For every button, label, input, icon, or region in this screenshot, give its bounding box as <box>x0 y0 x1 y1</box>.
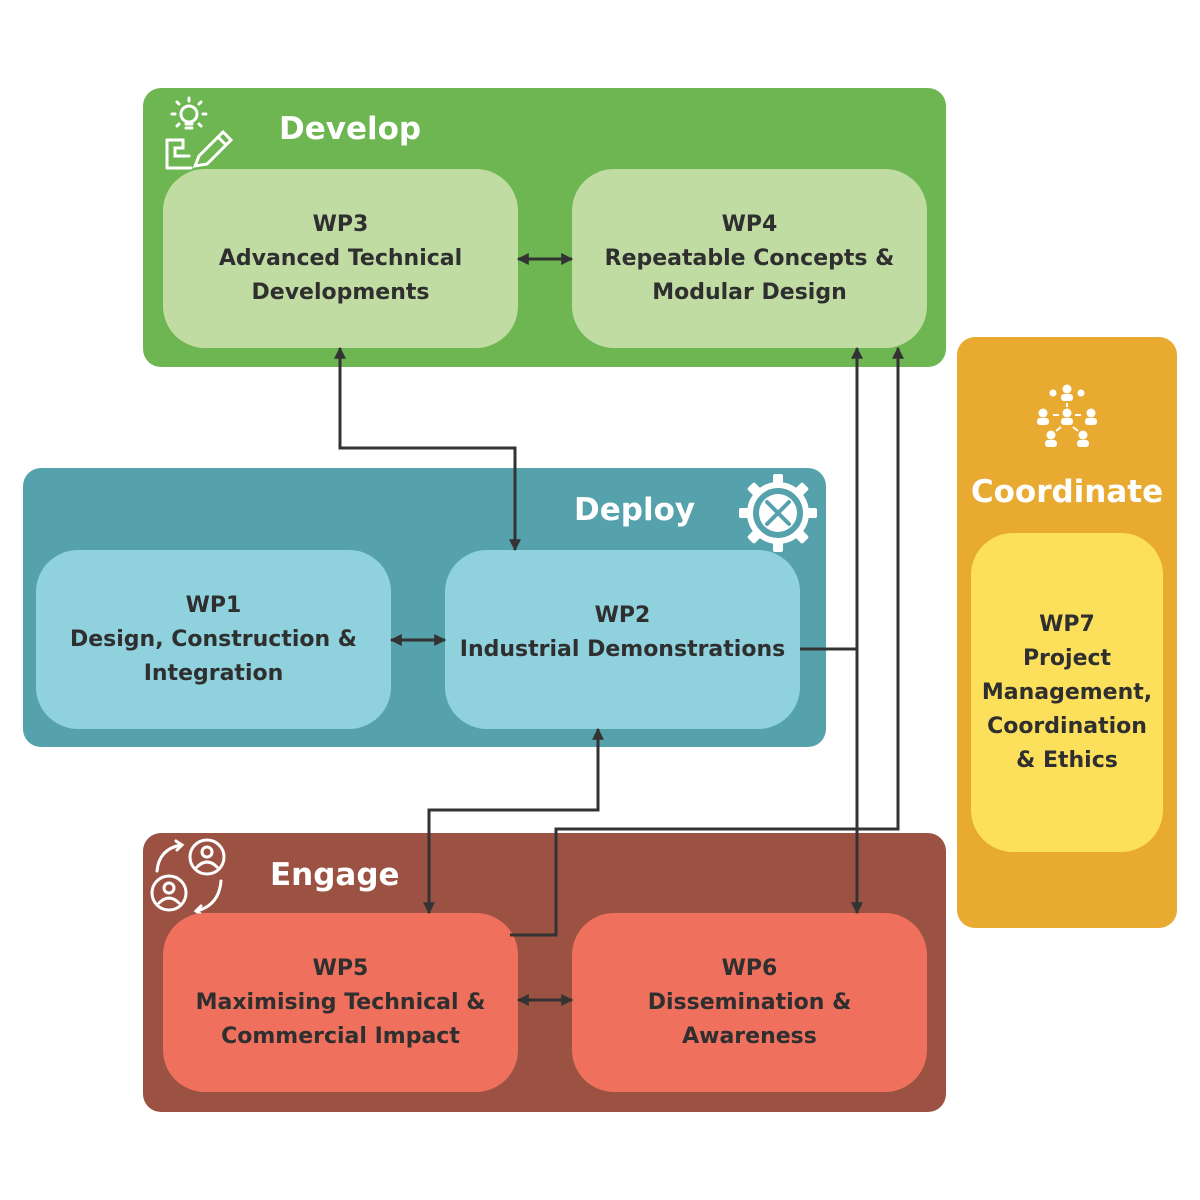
wp5-id: WP5 <box>312 955 369 981</box>
wp4-name: Repeatable Concepts & Modular Design <box>604 245 895 305</box>
people-exchange-icon <box>150 838 226 917</box>
wp6-id: WP6 <box>721 955 778 981</box>
wp2-id: WP2 <box>594 602 651 628</box>
lightbulb-pencil-icon <box>165 96 234 170</box>
coordinate-title: Coordinate <box>970 474 1164 510</box>
wp1-name: Design, Construction & Integration <box>69 626 357 686</box>
wp4-box[interactable]: WP4 Repeatable Concepts & Modular Design <box>572 169 927 348</box>
wp7-id: WP7 <box>1039 611 1095 637</box>
wp7-name: Project Management, Coordination & Ethic… <box>981 645 1153 773</box>
wp6-name: Dissemination & Awareness <box>647 989 852 1049</box>
wp7-box[interactable]: WP7 Project Management, Coordination & E… <box>971 533 1163 852</box>
wp5-box[interactable]: WP5 Maximising Technical & Commercial Im… <box>163 913 518 1092</box>
wp5-name: Maximising Technical & Commercial Impact <box>195 989 486 1049</box>
deploy-title: Deploy <box>574 492 696 528</box>
wp1-box[interactable]: WP1 Design, Construction & Integration <box>36 550 391 729</box>
wp2-box[interactable]: WP2 Industrial Demonstrations <box>445 550 800 729</box>
wp2-name: Industrial Demonstrations <box>459 636 786 662</box>
wp6-box[interactable]: WP6 Dissemination & Awareness <box>572 913 927 1092</box>
wp4-id: WP4 <box>721 211 778 237</box>
wp3-name: Advanced Technical Developments <box>218 245 463 305</box>
wp1-id: WP1 <box>185 592 242 618</box>
wp3-id: WP3 <box>312 211 369 237</box>
team-network-icon <box>1037 384 1097 447</box>
wp3-box[interactable]: WP3 Advanced Technical Developments <box>163 169 518 348</box>
engage-title: Engage <box>270 857 400 893</box>
develop-title: Develop <box>279 111 422 147</box>
gear-tools-icon <box>739 474 817 552</box>
